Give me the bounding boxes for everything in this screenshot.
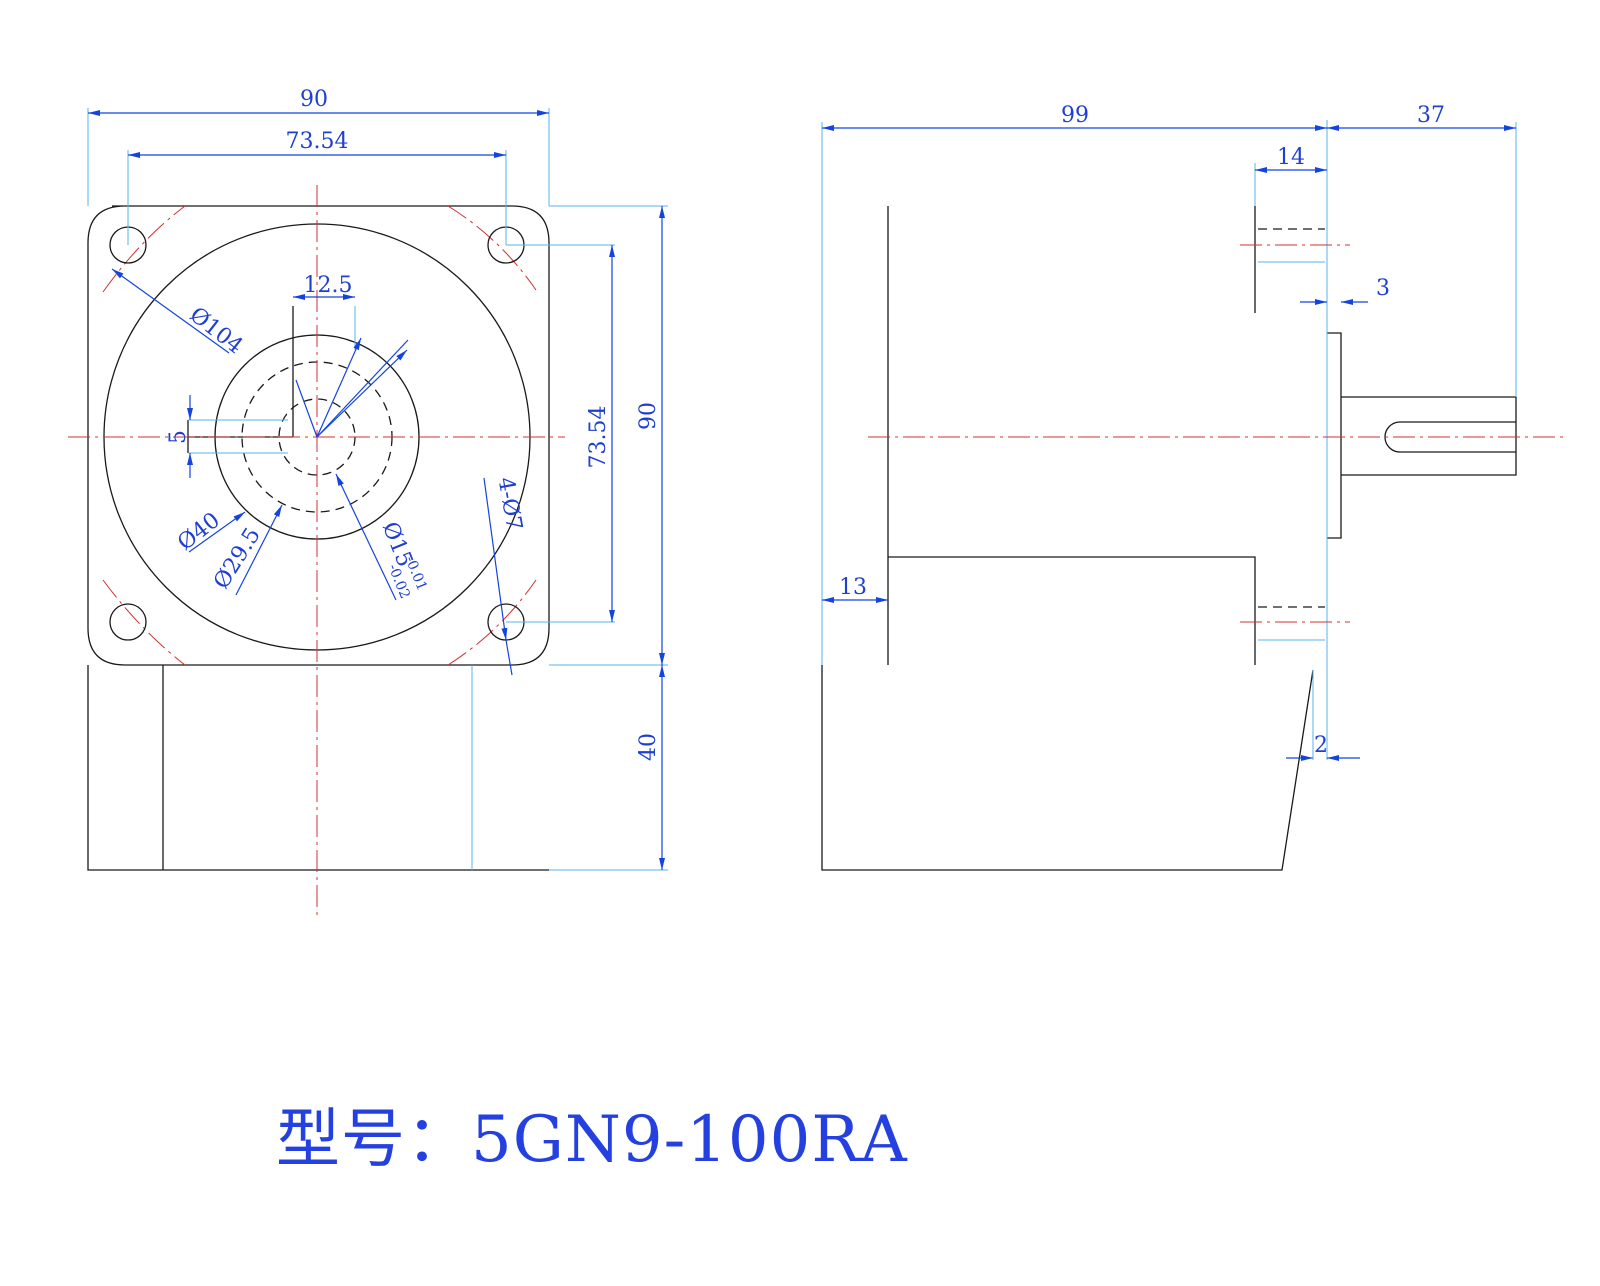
dim-pilot-dia: Ø29.5 — [209, 524, 266, 594]
dim-rear-offset: 13 — [839, 575, 867, 600]
dim-width-90: 90 — [300, 87, 328, 112]
flange-outline — [87, 205, 550, 666]
dim-height-90: 90 — [636, 402, 661, 430]
dim-hole-spacing-h: 73.54 — [286, 129, 349, 154]
dim-body-length: 99 — [1061, 103, 1089, 128]
dim-base-height: 40 — [636, 733, 661, 761]
dim-key-height: 5 — [166, 430, 191, 444]
dim-mount-holes: 4-Ø7 — [492, 475, 526, 532]
model-number: 5GN9-100RA — [471, 1103, 908, 1177]
dim-hole-spacing-v: 73.54 — [586, 406, 611, 469]
output-shaft — [1341, 396, 1517, 476]
housing-base — [87, 665, 549, 871]
dim-flange-thickness: 3 — [1376, 276, 1390, 301]
flange — [1327, 332, 1342, 539]
front-view: 90 73.54 12.5 5 Ø104 Ø40 Ø29.5 Ø15 -0.01… — [68, 87, 668, 918]
dim-shaft-length: 37 — [1417, 103, 1445, 128]
dim-key-width: 12.5 — [304, 273, 353, 298]
model-label: 型号：5GN9-100RA — [276, 1088, 908, 1180]
dim-base-offset: 2 — [1314, 733, 1328, 758]
side-view: 99 37 14 3 13 2 — [821, 103, 1565, 871]
dim-pcd: Ø104 — [185, 303, 248, 360]
side-base — [821, 665, 1314, 871]
dim-boss-dia: Ø40 — [173, 508, 225, 556]
dim-front-depth: 14 — [1277, 145, 1305, 170]
mount-hole — [109, 603, 147, 641]
model-prefix: 型号： — [276, 1103, 471, 1177]
